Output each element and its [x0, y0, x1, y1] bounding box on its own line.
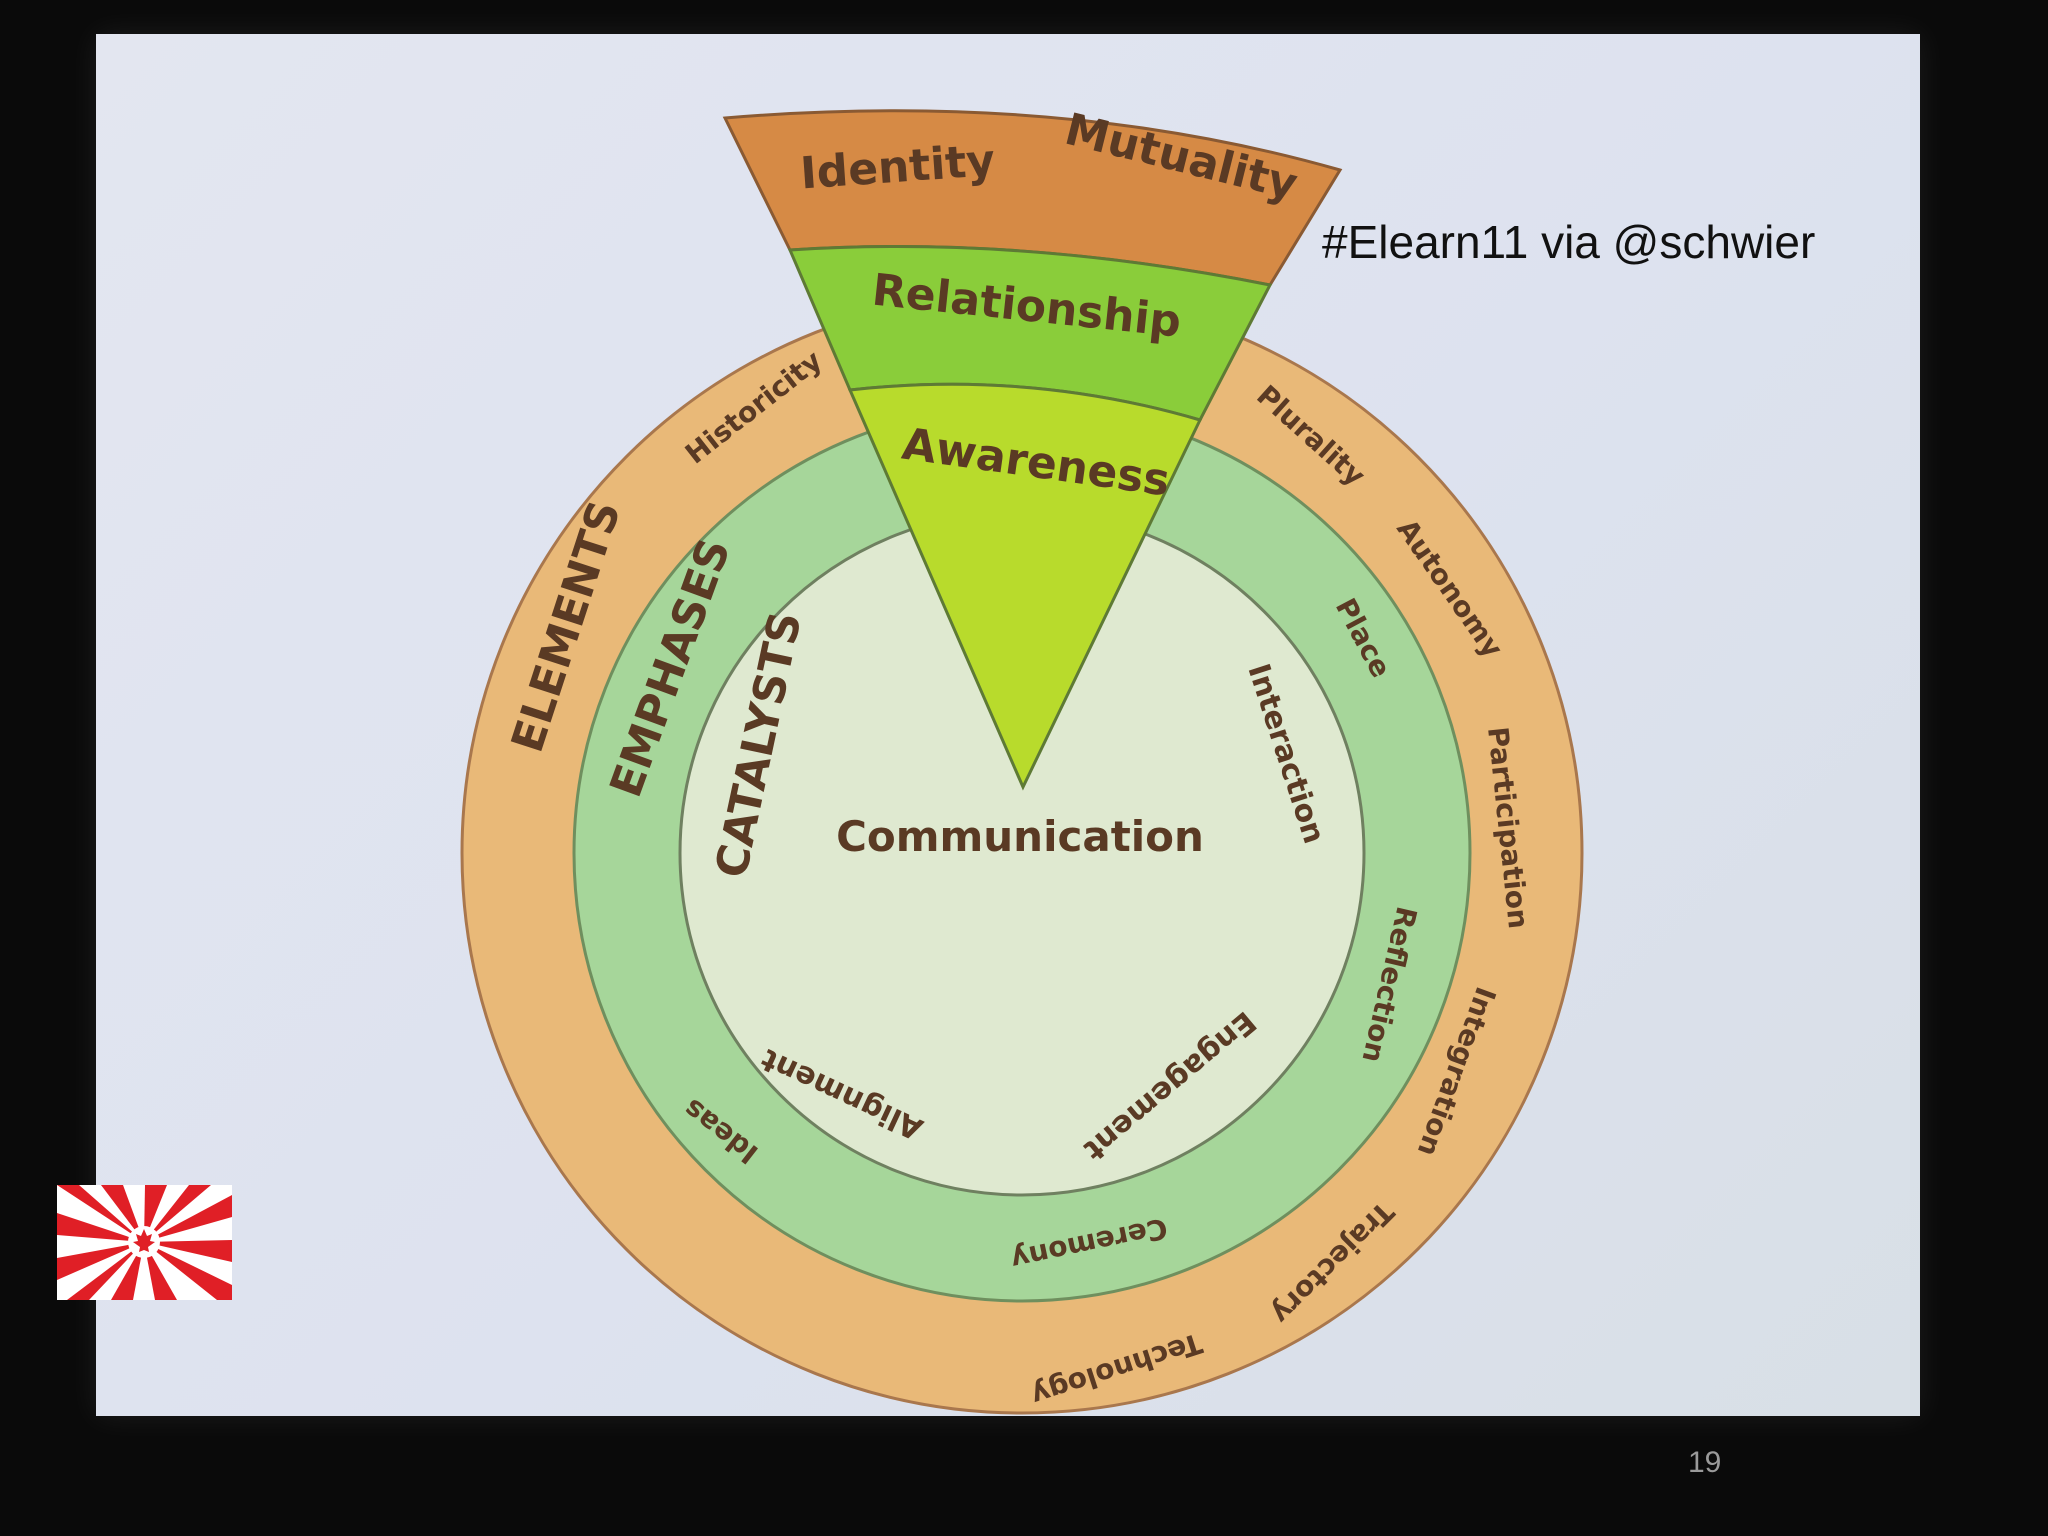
wedge-bottom-band [847, 382, 1203, 791]
center-label-communication: Communication [836, 812, 1204, 861]
page-number: 19 [1688, 1446, 1722, 1479]
wedge [722, 109, 1343, 791]
rising-sun-maple-leaf-logo [57, 1185, 232, 1300]
slide-caption: #Elearn11 via @schwier [1322, 216, 1816, 268]
